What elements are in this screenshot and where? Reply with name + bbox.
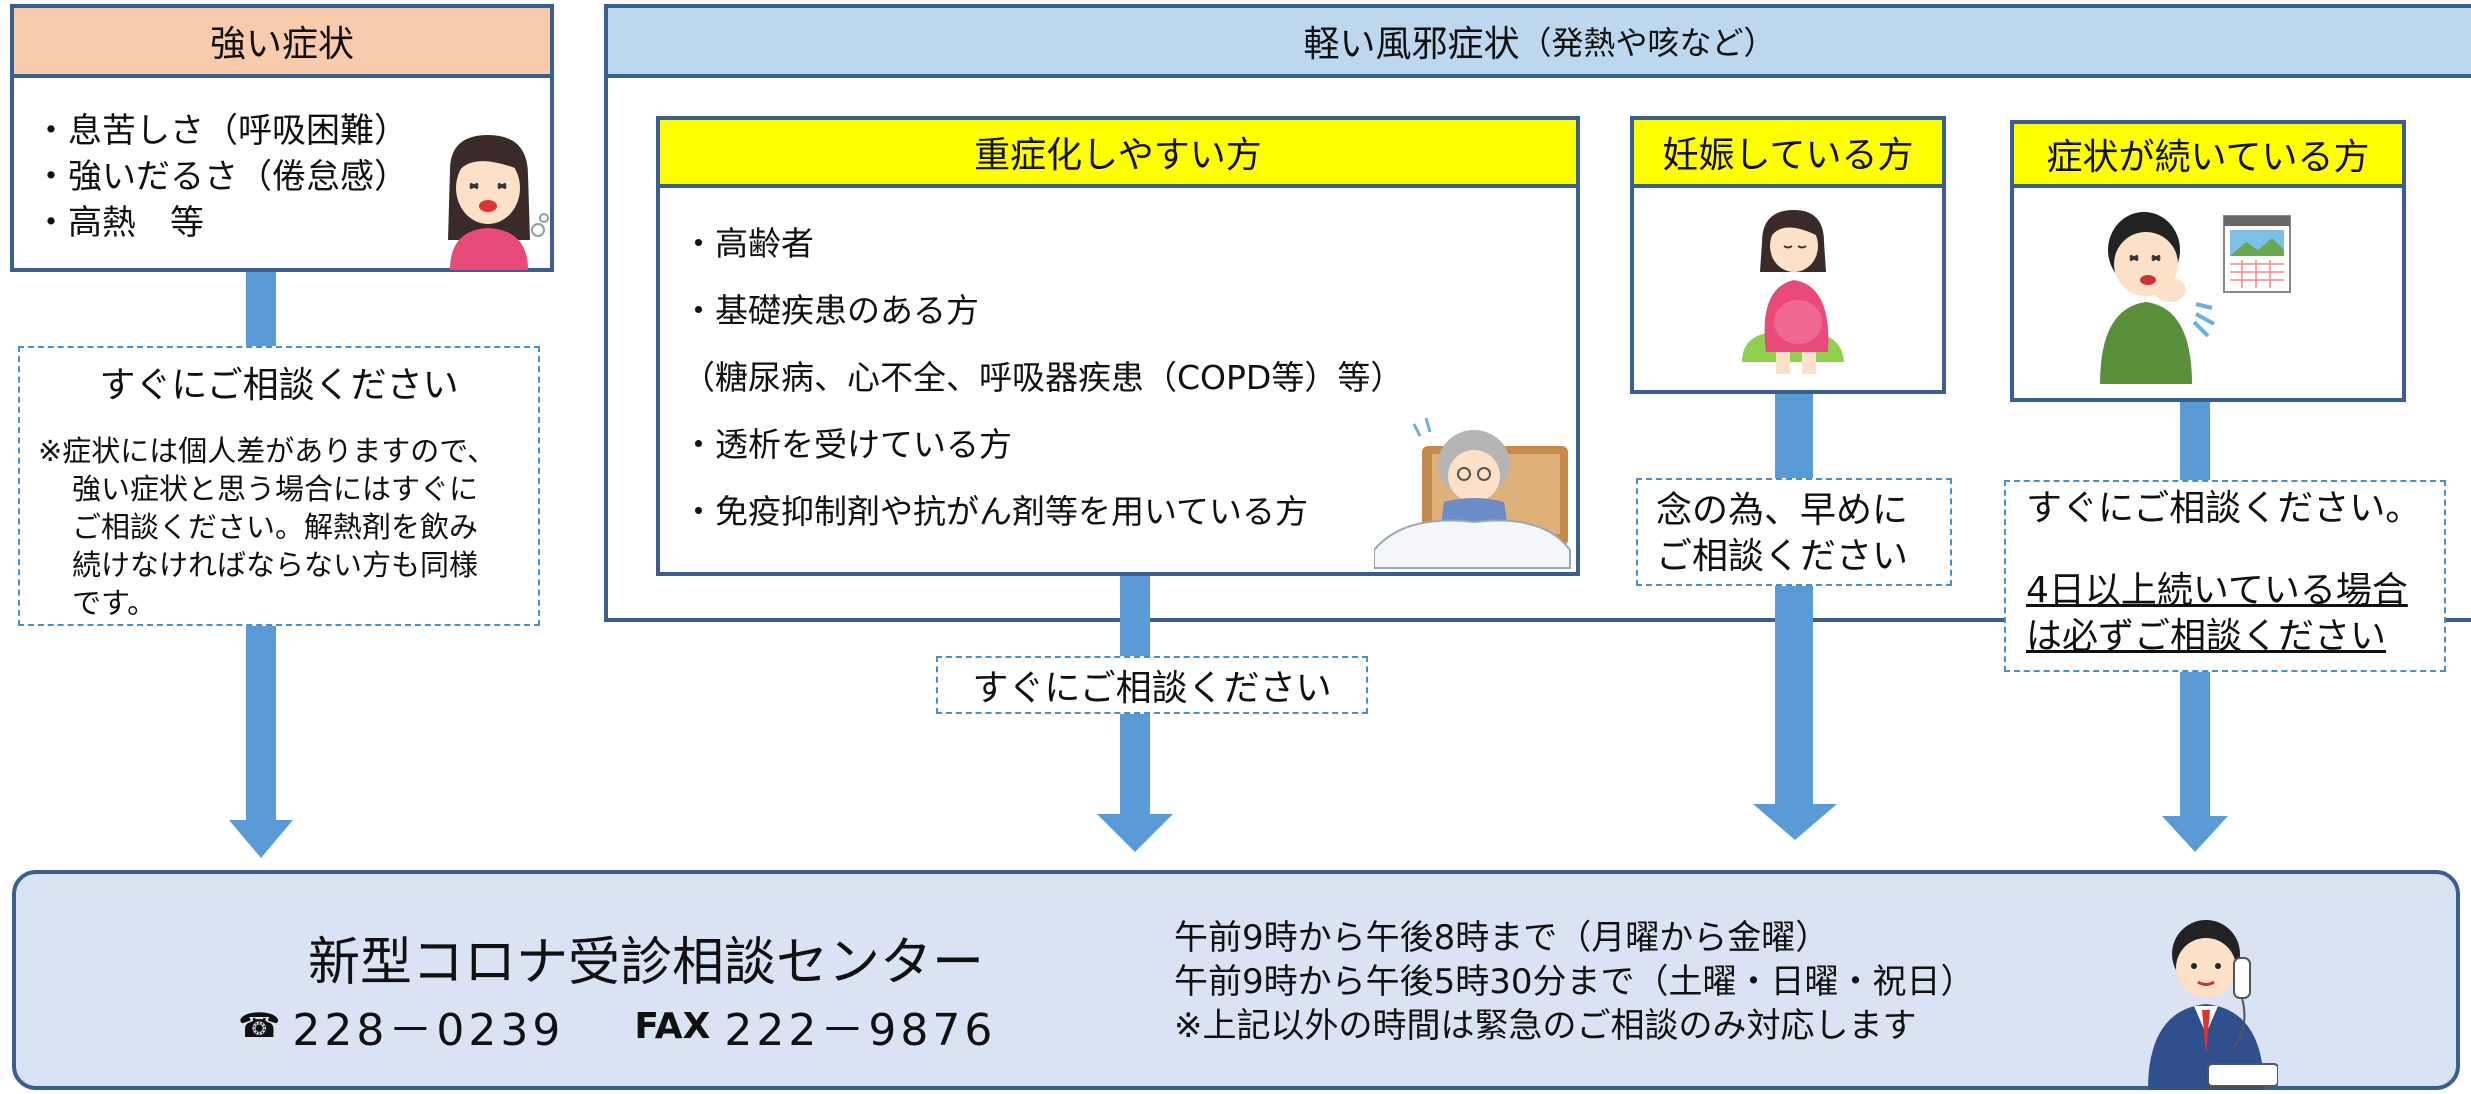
high-risk-advice-box: すぐにご相談ください <box>936 656 1368 714</box>
strong-symptoms-advice-box: すぐにご相談ください ※症状には個人差がありますので、 強い症状と思う場合にはす… <box>18 346 540 626</box>
emphasis-line: は必ずご相談ください <box>2026 616 2387 657</box>
center-fax-label: FAX <box>634 1005 711 1047</box>
strong-symptoms-note: ※症状には個人差がありますので、 強い症状と思う場合にはすぐに ご相談ください。… <box>38 432 496 622</box>
arrow-shaft-pregnant <box>1775 394 1813 806</box>
hours-line: ※上記以外の時間は緊急のご相談のみ対応します <box>1174 1006 1917 1046</box>
emphasis-line: 4日以上続いている場合 <box>2026 570 2408 611</box>
high-risk-list: ・高齢者 ・基礎疾患のある方 （糖尿病、心不全、呼吸器疾患（COPD等）等） ・… <box>682 210 1403 545</box>
pregnant-woman-illustration <box>1742 210 1844 374</box>
arrow-head-continuing <box>2162 816 2228 852</box>
list-item: （糖尿病、心不全、呼吸器疾患（COPD等）等） <box>682 358 1404 397</box>
elderly-woman-in-bed-illustration <box>1374 417 1571 569</box>
hours-line: 午前9時から午後5時30分まで（土曜・日曜・祝日） <box>1174 962 1975 1002</box>
list-item: ・高齢者 <box>682 224 814 263</box>
mild-cold-header: 軽い風邪症状 （発熱や咳など） <box>608 8 2471 78</box>
arrow-head-pregnant <box>1753 804 1837 840</box>
sick-woman-illustration <box>448 135 549 270</box>
strong-symptoms-title: 強い症状 <box>14 8 550 78</box>
list-item: ・免疫抑制剤や抗がん剤等を用いている方 <box>682 492 1309 531</box>
high-risk-box: 重症化しやすい方 ・高齢者 ・基礎疾患のある方 （糖尿病、心不全、呼吸器疾患（C… <box>656 116 1580 576</box>
arrow-head-high-risk <box>1097 814 1173 852</box>
hours-line: 午前9時から午後8時まで（月曜から金曜） <box>1174 918 1830 958</box>
advice-line: 念の為、早めに <box>1656 490 1909 531</box>
center-hours: 午前9時から午後8時まで（月曜から金曜） 午前9時から午後5時30分まで（土曜・… <box>1174 916 1975 1048</box>
arrow-head-strong <box>229 820 293 858</box>
note-line: 強い症状と思う場合にはすぐに <box>72 472 479 506</box>
pregnant-advice-box: 念の為、早めに ご相談ください <box>1636 478 1952 586</box>
phone-icon: ☎ <box>238 1006 281 1046</box>
center-name: 新型コロナ受診相談センター <box>307 932 984 993</box>
note-line: です。 <box>72 586 157 620</box>
continuing-advice: すぐにご相談ください。 <box>2026 488 2422 529</box>
strong-symptoms-advice: すぐにご相談ください <box>99 365 459 406</box>
advice-line: ご相談ください <box>1656 536 1909 577</box>
continuing-emphasis: 4日以上続いている場合 は必ずご相談ください <box>2026 568 2408 660</box>
center-phone-row: ☎ 228－0239 FAX 222－9876 <box>238 998 996 1056</box>
consultation-center-box: 新型コロナ受診相談センター ☎ 228－0239 FAX 222－9876 午前… <box>12 870 2460 1090</box>
mild-cold-title: 軽い風邪症状 <box>1303 24 1520 65</box>
continuing-symptoms-box: 症状が続いている方 <box>2010 120 2406 402</box>
list-item: ・高熱 等 <box>34 203 204 243</box>
list-item: ・息苦しさ（呼吸困難） <box>34 111 408 151</box>
phone-operator-illustration <box>2148 920 2278 1090</box>
list-item: ・透析を受けている方 <box>682 425 1012 464</box>
strong-symptoms-box: 強い症状 ・息苦しさ（呼吸困難） ・強いだるさ（倦怠感） ・高熱 等 <box>10 4 554 272</box>
continuing-advice-box: すぐにご相談ください。 4日以上続いている場合 は必ずご相談ください <box>2004 480 2446 672</box>
pregnant-title: 妊娠している方 <box>1634 120 1942 188</box>
high-risk-advice: すぐにご相談ください <box>972 668 1332 709</box>
center-tel: 228－0239 <box>292 1005 565 1056</box>
high-risk-title: 重症化しやすい方 <box>660 120 1576 188</box>
pregnant-advice: 念の為、早めに ご相談ください <box>1656 488 1908 580</box>
list-item: ・基礎疾患のある方 <box>682 291 979 330</box>
strong-symptoms-list: ・息苦しさ（呼吸困難） ・強いだるさ（倦怠感） ・高熱 等 <box>34 108 408 246</box>
note-line: ※症状には個人差がありますので、 <box>38 434 497 468</box>
mild-cold-subtitle: （発熱や咳など） <box>1519 24 1776 62</box>
note-line: ご相談ください。解熱剤を飲み <box>72 510 479 544</box>
center-fax: 222－9876 <box>724 1005 997 1056</box>
list-item: ・強いだるさ（倦怠感） <box>34 157 408 197</box>
calendar-icon <box>2223 215 2291 293</box>
coughing-man-illustration <box>2100 212 2215 384</box>
note-line: 続けなければならない方も同様 <box>72 548 479 582</box>
pregnant-box: 妊娠している方 <box>1630 116 1946 394</box>
continuing-symptoms-title: 症状が続いている方 <box>2014 124 2402 188</box>
